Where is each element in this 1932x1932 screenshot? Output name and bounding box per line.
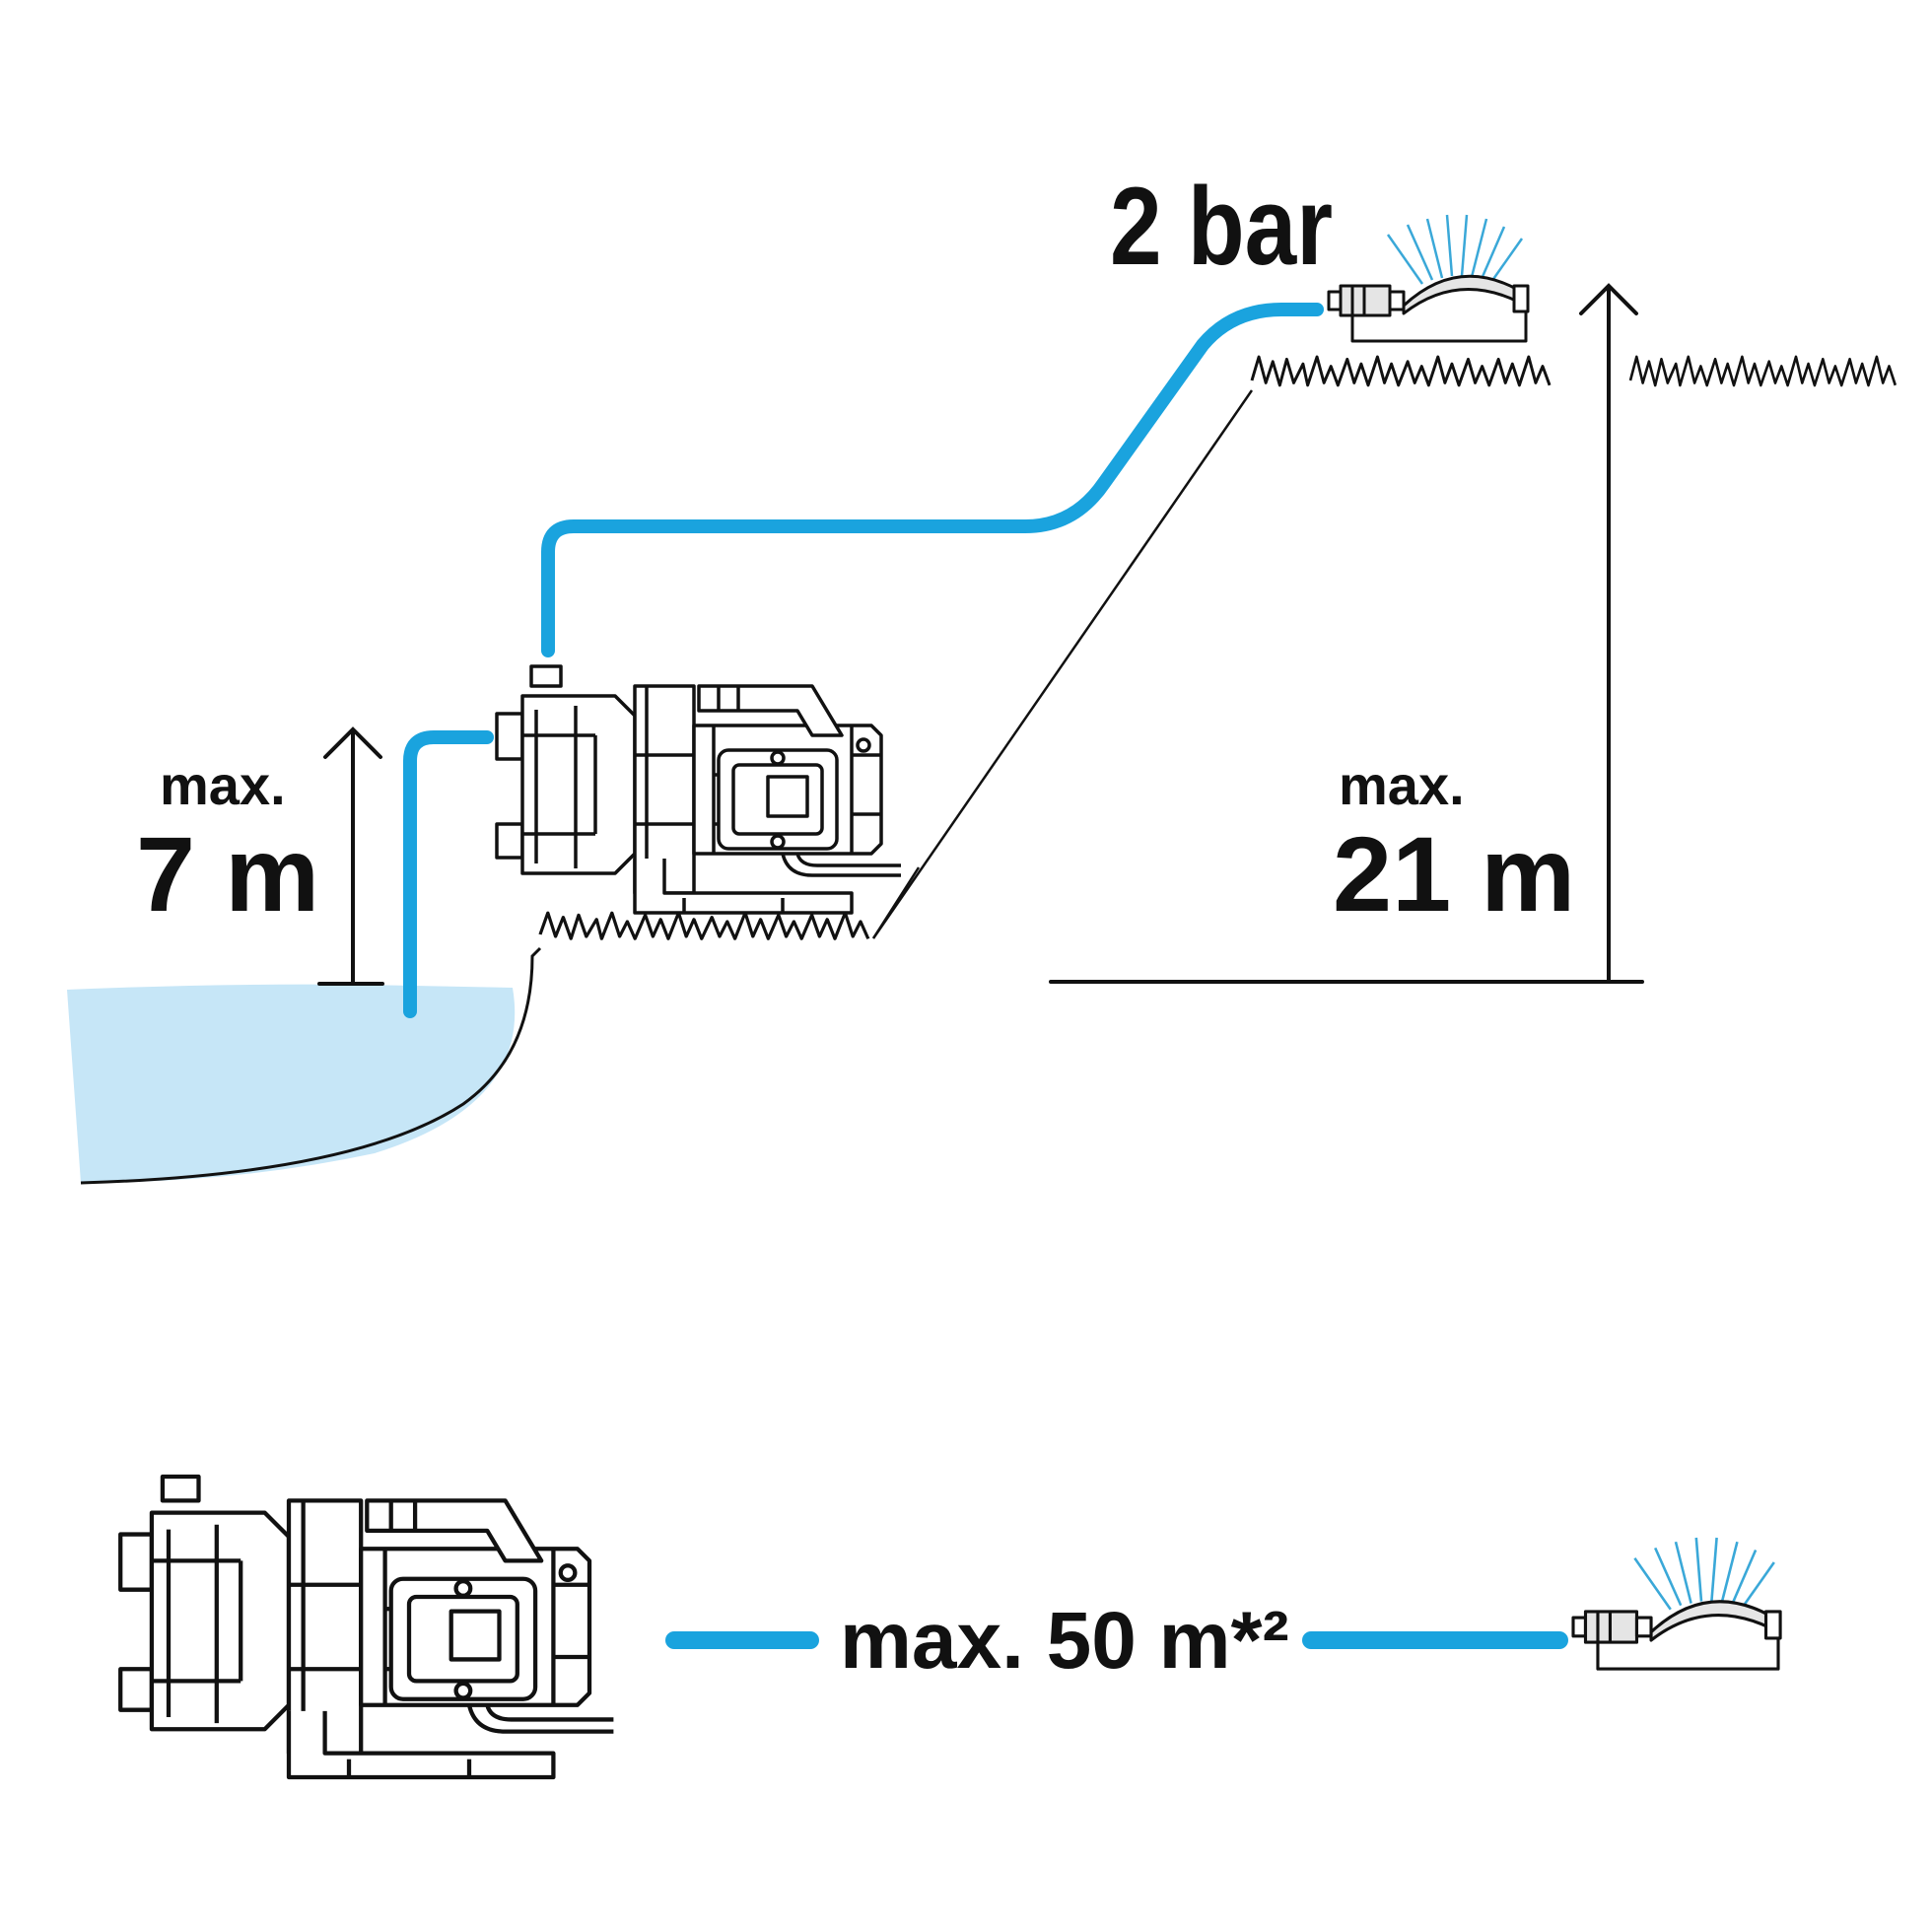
pressure-label: 2 bar [1110, 165, 1333, 288]
suction-max-label: max. [160, 754, 286, 816]
suction-value-label: 7 m [136, 814, 319, 933]
grass-icon [538, 911, 870, 941]
lift-max-label: max. [1339, 754, 1465, 816]
garden-pump-icon [120, 1477, 613, 1777]
grass-icon [1250, 355, 1552, 387]
slope-to-pump-base [871, 866, 921, 939]
hill-slope [871, 389, 1254, 939]
hose-length-label: max. 50 m*² [840, 1596, 1289, 1686]
delivery-hose [541, 303, 1324, 657]
pond-bank [80, 946, 542, 1185]
lift-value-label: 21 m [1333, 814, 1575, 933]
water-pond [67, 984, 516, 1183]
suction-hose [403, 730, 494, 1018]
sprinkler-icon [1571, 1536, 1782, 1671]
arrow-up-icon [317, 726, 384, 986]
grass-icon [1628, 355, 1898, 387]
sprinkler-icon [1327, 213, 1530, 343]
garden-pump-icon [495, 664, 903, 915]
arrow-up-icon [1049, 283, 1644, 984]
